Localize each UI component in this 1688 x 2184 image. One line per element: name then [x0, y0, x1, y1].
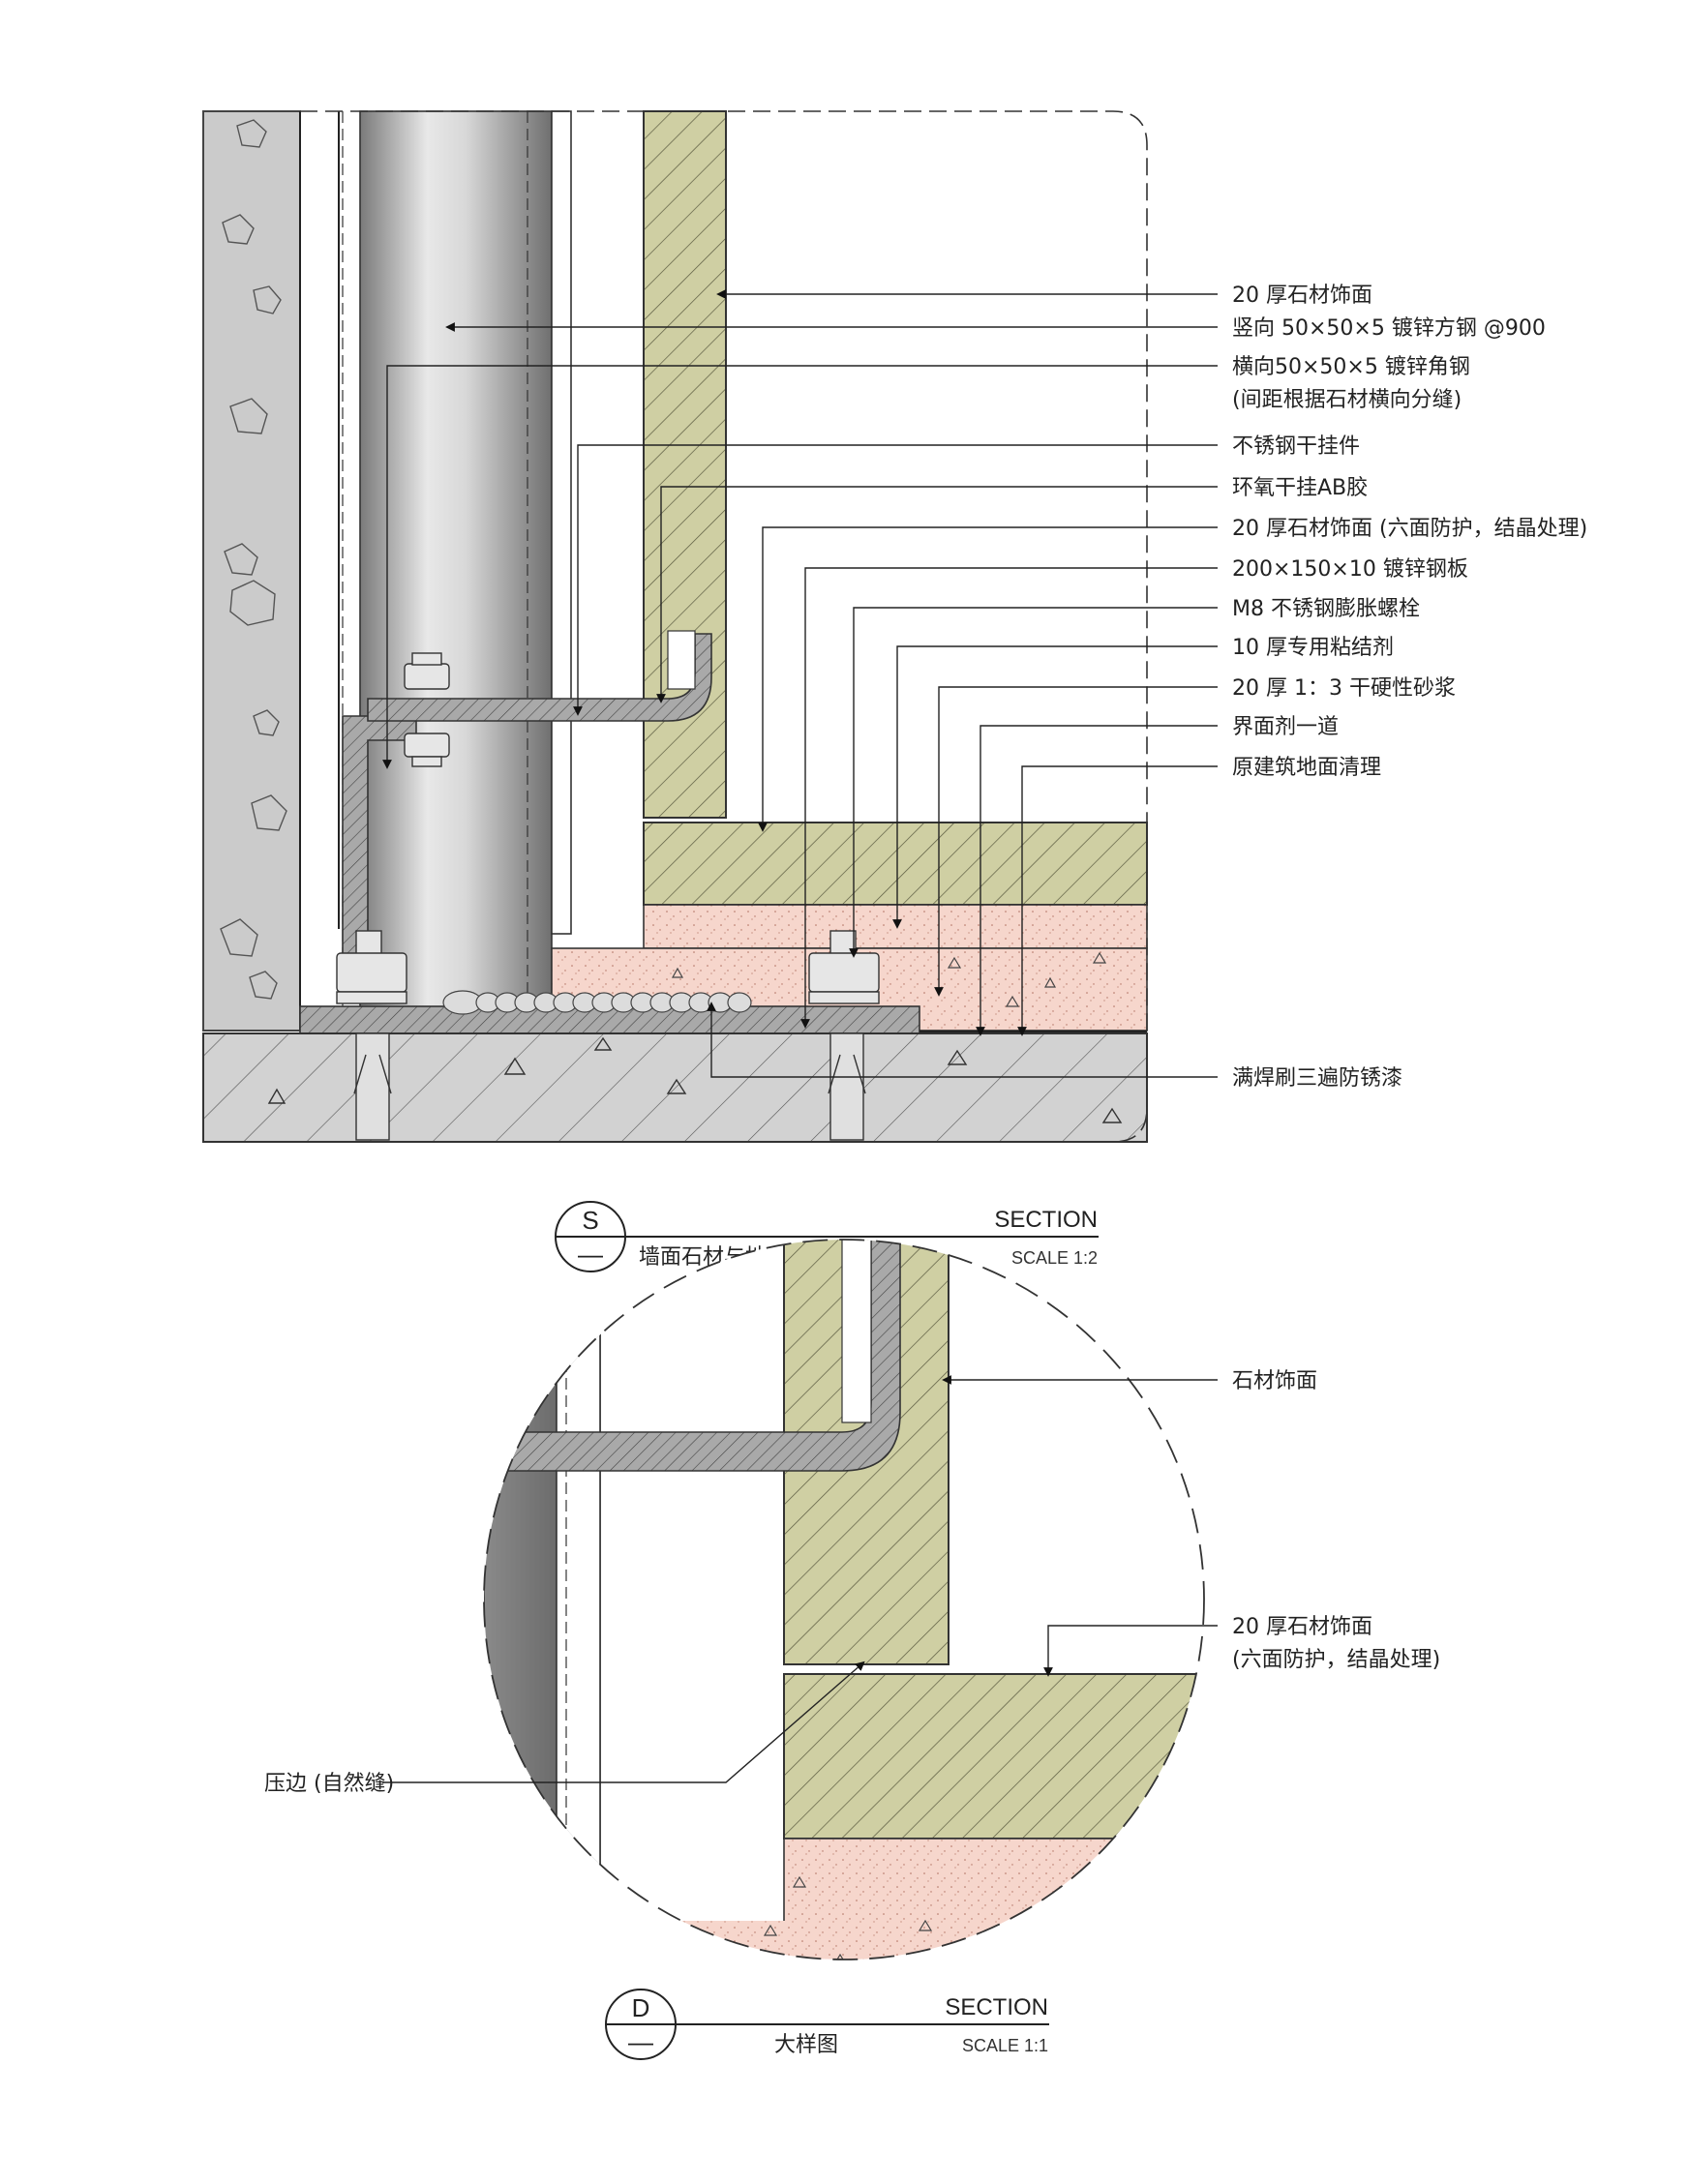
- section-s-symbol-bottom: —: [578, 1240, 603, 1269]
- detail-boundary: [300, 110, 1148, 1143]
- wall-concrete: [202, 110, 301, 1032]
- label-weld: 满焊刷三遍防锈漆: [1232, 1066, 1402, 1091]
- label-epoxy: 环氧干挂AB胶: [1232, 476, 1368, 500]
- section-d-symbol-top: D: [632, 1993, 650, 2022]
- section-d-heading: SECTION: [945, 1994, 1048, 2020]
- section-d-labels: 石材饰面 20 厚石材饰面 (六面防护，结晶处理) 压边 (自然缝): [264, 1369, 1440, 1796]
- section-d-title: 大样图: [774, 2033, 838, 2057]
- weld-bead: [442, 990, 752, 1015]
- label-floor-cleaning: 原建筑地面清理: [1232, 756, 1381, 780]
- hanger-bolt: [404, 652, 450, 767]
- label-angle-steel-note: (间距根据石材横向分缝): [1232, 388, 1462, 412]
- label-d-stone: 石材饰面: [1232, 1369, 1317, 1393]
- label-angle-steel: 横向50×50×5 镀锌角钢: [1232, 355, 1470, 379]
- section-s-drawing: [202, 110, 1148, 1143]
- floor-concrete: [202, 1032, 1148, 1143]
- section-d-leaders: [382, 1375, 1218, 1783]
- section-d-drawing: [483, 1239, 1205, 1960]
- section-d-scale: SCALE 1:1: [962, 2036, 1048, 2055]
- label-hanger: 不锈钢干挂件: [1232, 434, 1360, 459]
- section-s-labels: 20 厚石材饰面 竖向 50×50×5 镀锌方钢 @900 横向50×50×5 …: [1232, 284, 1587, 1091]
- section-s-heading: SECTION: [994, 1207, 1098, 1233]
- label-d-floor-stone: 20 厚石材饰面: [1232, 1615, 1372, 1639]
- label-d-press-edge: 压边 (自然缝): [264, 1772, 394, 1796]
- label-vertical-steel: 竖向 50×50×5 镀锌方钢 @900: [1232, 316, 1546, 341]
- stainless-hanger: [367, 633, 712, 722]
- label-wall-stone: 20 厚石材饰面: [1232, 284, 1372, 308]
- section-d-symbol-bottom: —: [628, 2027, 653, 2056]
- label-anchor-bolt: M8 不锈钢膨胀螺栓: [1232, 597, 1420, 621]
- label-d-floor-stone-note: (六面防护，结晶处理): [1232, 1648, 1440, 1672]
- label-floor-stone: 20 厚石材饰面 (六面防护，结晶处理): [1232, 517, 1587, 541]
- section-s-leaders: [382, 289, 1218, 1078]
- label-interface-agent: 界面剂一道: [1232, 715, 1339, 739]
- vertical-steel-tube: [359, 110, 553, 1012]
- section-s-scale: SCALE 1:2: [1011, 1248, 1098, 1268]
- detail-circle: [483, 1239, 1205, 1960]
- label-mortar: 20 厚 1：3 干硬性砂浆: [1232, 676, 1456, 701]
- adhesive-layer: [643, 904, 1148, 949]
- label-adhesive: 10 厚专用粘结剂: [1232, 636, 1394, 660]
- section-s-symbol-top: S: [582, 1206, 598, 1235]
- anchor-bolt-left: [336, 930, 407, 1141]
- floor-stone: [643, 822, 1148, 906]
- anchor-bolt-right: [808, 930, 880, 1141]
- label-steel-plate: 200×150×10 镀锌钢板: [1232, 557, 1468, 582]
- wall-aggregate: [220, 119, 287, 1000]
- section-d-title-block: D — SECTION 大样图 SCALE 1:1: [605, 1989, 1049, 2060]
